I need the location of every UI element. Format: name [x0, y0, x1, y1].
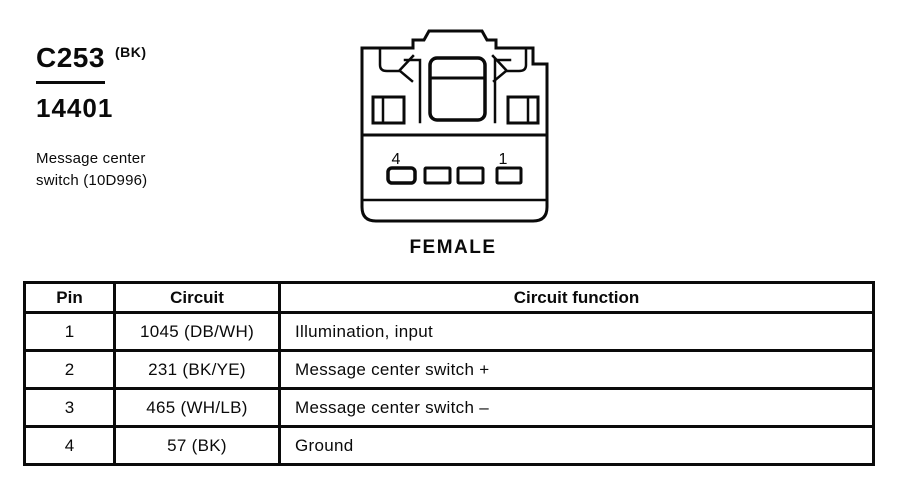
pin-cell: 3 — [23, 387, 116, 428]
function-cell: Message center switch + — [278, 349, 875, 390]
pin-cavity-1 — [495, 166, 523, 185]
latch-wall-right — [493, 58, 512, 124]
pin-cavity-2 — [456, 166, 485, 185]
latch-wall-left — [403, 58, 422, 124]
function-cell: Illumination, input — [278, 311, 875, 352]
pin-cell: 2 — [23, 349, 116, 390]
header-circuit-function: Circuit function — [278, 281, 875, 314]
left-hook-wedge — [398, 69, 414, 83]
pin-cell: 4 — [23, 425, 116, 466]
function-cell: Message center switch – — [278, 387, 875, 428]
right-index-window — [506, 95, 540, 125]
left-index-window — [371, 95, 406, 125]
connector-id-row: C253 (BK) — [36, 44, 178, 84]
connector-gender-label: FEMALE — [409, 237, 497, 258]
connector-header: C253 (BK) 14401 Message center switch (1… — [36, 44, 178, 192]
table-row: 3 465 (WH/LB) Message center switch – — [23, 387, 875, 428]
circuit-cell: 465 (WH/LB) — [113, 387, 281, 428]
left-hook-notch — [378, 46, 415, 73]
connector-figure: 4 1 FEMALE — [353, 23, 553, 259]
pin-cavity-3 — [423, 166, 452, 185]
table-row: 2 231 (BK/YE) Message center switch + — [23, 349, 875, 390]
header-pin: Pin — [23, 281, 116, 314]
pinout-table: Pin Circuit Circuit function 1 1045 (DB/… — [23, 281, 875, 466]
circuit-cell: 231 (BK/YE) — [113, 349, 281, 390]
header-circuit: Circuit — [113, 281, 281, 314]
pin-number-1-label: 1 — [499, 151, 508, 168]
function-cell: Ground — [278, 425, 875, 466]
connector-id: C253 — [36, 44, 105, 84]
table-header-row: Pin Circuit Circuit function — [23, 281, 875, 314]
connector-outline — [360, 29, 549, 223]
pin-cell: 1 — [23, 311, 116, 352]
center-lock — [428, 56, 487, 122]
connector-color-code: (BK) — [114, 44, 147, 60]
table-row: 4 57 (BK) Ground — [23, 425, 875, 466]
female-connector-diagram: 4 1 — [360, 29, 549, 223]
part-number: 14401 — [36, 93, 114, 123]
right-hook-notch — [491, 46, 528, 73]
pin-number-4-label: 4 — [392, 151, 401, 168]
connector-description: Message center switch (10D996) — [36, 150, 148, 189]
circuit-cell: 57 (BK) — [113, 425, 281, 466]
table-row: 1 1045 (DB/WH) Illumination, input — [23, 311, 875, 352]
pin-cavity-4 — [386, 166, 417, 185]
circuit-cell: 1045 (DB/WH) — [113, 311, 281, 352]
